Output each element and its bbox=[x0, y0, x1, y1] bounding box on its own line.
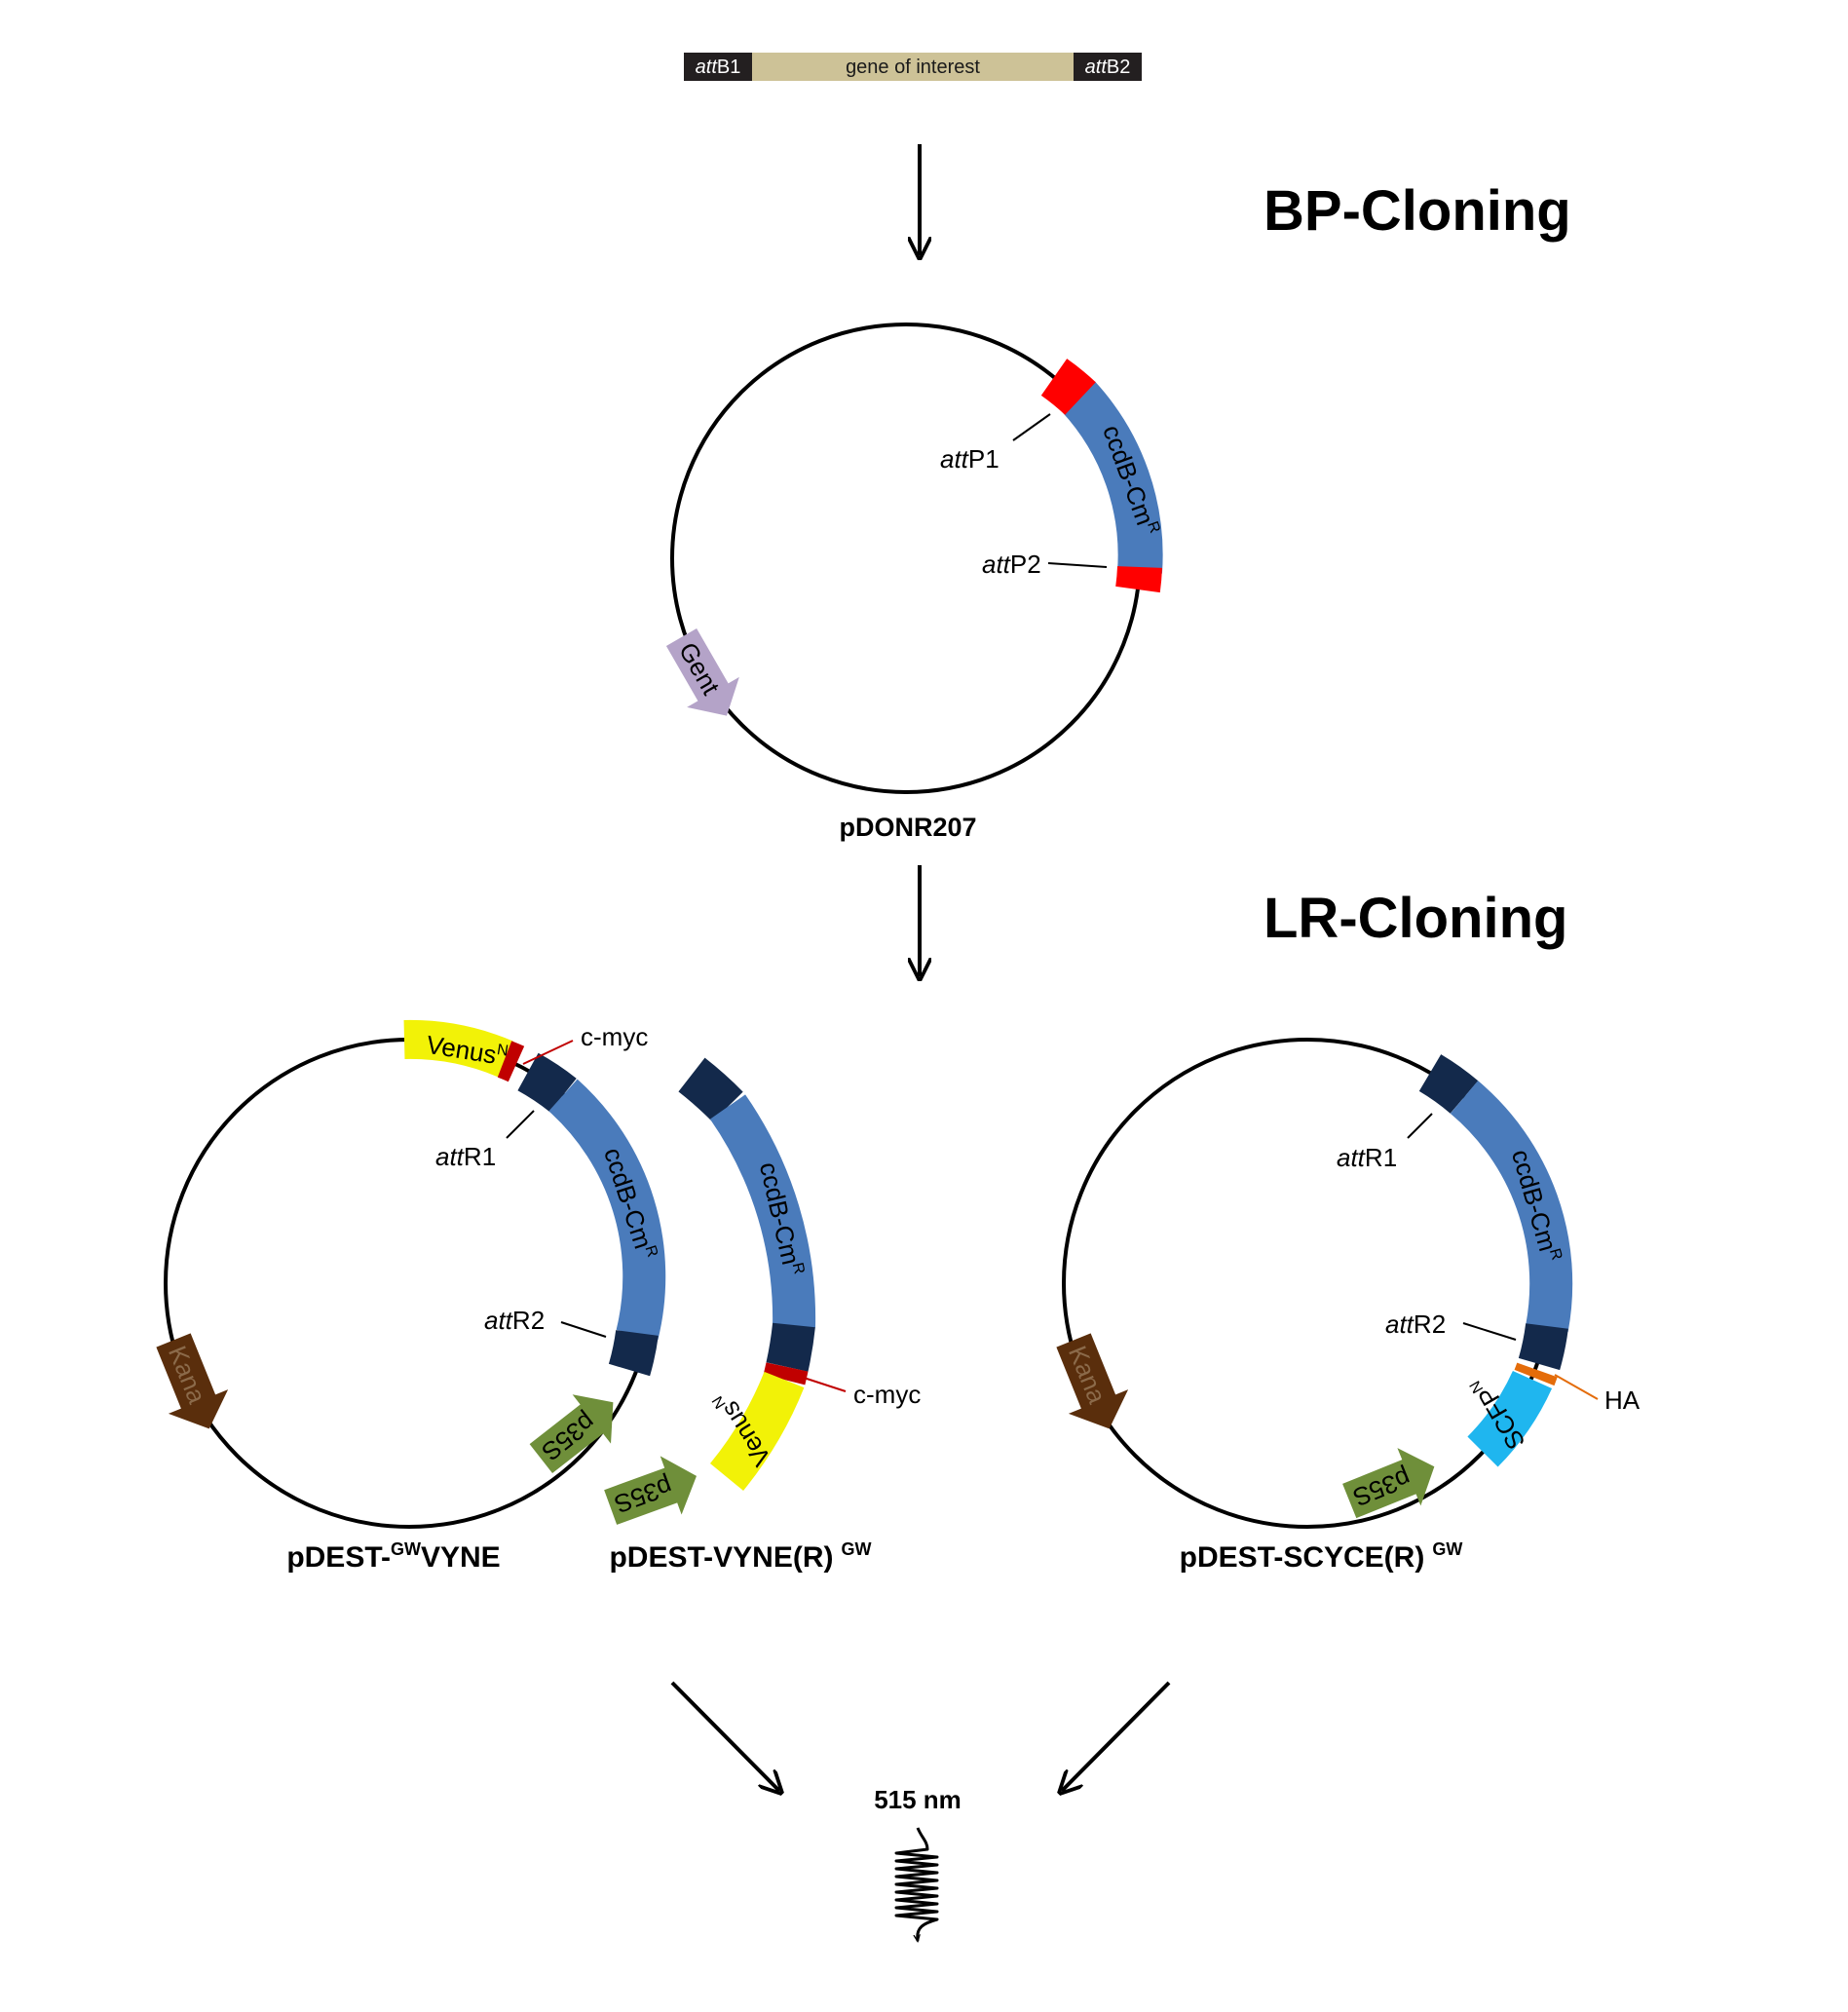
arrow-vyne-to-fluorescence bbox=[670, 1681, 779, 1791]
pdonr207-name: pDONR207 bbox=[839, 813, 976, 842]
gent-arrow bbox=[665, 628, 739, 716]
ha-block bbox=[1514, 1362, 1558, 1386]
scyce-attr2-label: attR2 bbox=[1385, 1310, 1446, 1339]
arrow-scyce-to-fluorescence bbox=[1062, 1681, 1171, 1791]
lr-cloning-title: LR-Cloning bbox=[1263, 887, 1567, 950]
gent-marker: Gent bbox=[665, 628, 739, 716]
pdest-gw-vyne-plasmid: VenusN ccdB-CmR c-myc attR1 attR2 p35S K… bbox=[156, 1019, 666, 1574]
scyce-p35s-promoter: p35S bbox=[1342, 1448, 1435, 1519]
vyne-r-cmyc-leader bbox=[800, 1376, 847, 1392]
vyne-kana-arrow bbox=[156, 1333, 229, 1429]
vyne-cassette bbox=[548, 1079, 666, 1341]
pdest-vyne-r-plasmid: ccdB-CmR VenusN c-myc p35S pDEST-VYNE(R)… bbox=[604, 1057, 921, 1574]
vyne-name: pDEST-GWVYNE bbox=[286, 1539, 500, 1574]
attp1-block bbox=[1040, 359, 1096, 415]
scyce-attr1-leader bbox=[1407, 1113, 1433, 1139]
scyce-attr2-leader bbox=[1462, 1322, 1517, 1341]
scyce-kana-marker: Kana bbox=[1056, 1333, 1129, 1429]
emission-label: 515 nm bbox=[874, 1785, 962, 1814]
scyce-name: pDEST-SCYCE(R)GW bbox=[1180, 1539, 1463, 1574]
vyne-r-p35s-promoter: p35S bbox=[604, 1456, 697, 1525]
attB1-box bbox=[684, 53, 752, 81]
attp1-leader bbox=[1012, 413, 1051, 441]
scyce-kana-arrow bbox=[1056, 1333, 1129, 1429]
vyne-r-navy-bottom bbox=[766, 1322, 815, 1372]
attB2-box bbox=[1074, 53, 1142, 81]
attB2-label: attB2 bbox=[1085, 57, 1131, 78]
pdonr207-plasmid: ccdB-CmR attP1 attP2 Gent pDONR207 bbox=[665, 323, 1163, 842]
vyne-r-cassette bbox=[709, 1094, 816, 1328]
attp2-label: attP2 bbox=[982, 550, 1041, 579]
vyne-attr2-leader bbox=[560, 1321, 607, 1338]
vyne-p35s-arrow bbox=[529, 1394, 614, 1474]
attp2-block bbox=[1115, 565, 1162, 593]
vyne-cmyc-leader bbox=[522, 1040, 574, 1065]
scyce-ha-label: HA bbox=[1604, 1386, 1641, 1415]
vyne-cmyc-label: c-myc bbox=[581, 1022, 648, 1051]
pdest-scyce-r-plasmid: ccdB-CmR SCFPN attR1 attR2 HA p35S Kana … bbox=[1056, 1038, 1641, 1574]
gene-of-interest-bar: attB1 gene of interest attB2 bbox=[684, 53, 1142, 81]
vyne-attr1-leader bbox=[506, 1110, 535, 1139]
attp1-label: attP1 bbox=[940, 444, 999, 474]
scyce-p35s-arrow bbox=[1342, 1448, 1435, 1519]
c-myc-block bbox=[497, 1041, 525, 1082]
attr2-block bbox=[608, 1329, 659, 1377]
attr1-block bbox=[517, 1052, 577, 1113]
vyne-r-p35s-arrow bbox=[604, 1456, 697, 1525]
vyne-r-name: pDEST-VYNE(R)GW bbox=[609, 1539, 871, 1574]
scyce-cassette bbox=[1450, 1081, 1573, 1332]
scfp-n-block bbox=[1467, 1370, 1553, 1467]
scyce-attr2-block bbox=[1518, 1322, 1568, 1371]
scyce-attr1-label: attR1 bbox=[1337, 1143, 1397, 1172]
attp2-leader bbox=[1047, 562, 1108, 568]
ccdb-cmr-cassette bbox=[1061, 381, 1163, 574]
venus-n-block bbox=[403, 1019, 513, 1078]
vyne-attr1-label: attR1 bbox=[435, 1142, 496, 1171]
scyce-ha-leader bbox=[1554, 1374, 1599, 1400]
gene-label: gene of interest bbox=[846, 57, 980, 78]
gene-box bbox=[752, 53, 1074, 81]
vyne-kana-marker: Kana bbox=[156, 1333, 229, 1429]
vyne-r-navy-top bbox=[678, 1057, 743, 1122]
vyne-r-venus-block bbox=[709, 1371, 805, 1491]
emission-squiggle bbox=[894, 1827, 939, 1941]
vyne-attr2-label: attR2 bbox=[484, 1306, 545, 1335]
attB1-label: attB1 bbox=[696, 57, 741, 78]
vyne-p35s-promoter: p35S bbox=[529, 1394, 614, 1474]
vyne-r-cmyc-block bbox=[763, 1362, 809, 1386]
scyce-attr1-block bbox=[1418, 1054, 1479, 1115]
vyne-r-cmyc-label: c-myc bbox=[853, 1380, 921, 1409]
bp-cloning-title: BP-Cloning bbox=[1263, 179, 1571, 243]
